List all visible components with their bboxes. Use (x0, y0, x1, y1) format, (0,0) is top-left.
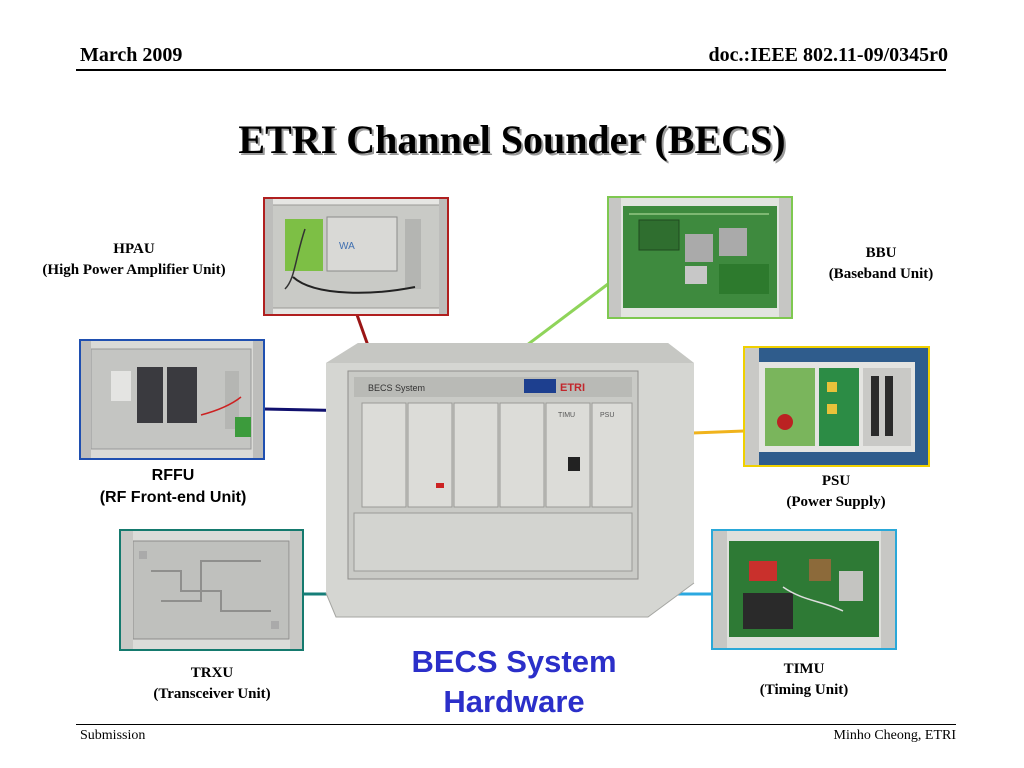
timu-photo (711, 529, 897, 650)
slide-title: ETRI Channel Sounder (BECS) (238, 117, 786, 162)
trxu-name: TRXU (190, 665, 234, 681)
chassis-system-label: BECS System (368, 383, 425, 393)
chassis-brand-label: ETRI (560, 382, 585, 394)
hpau-photo: WA (263, 197, 449, 316)
header-doc-number: doc.:IEEE 802.11-09/0345r0 (708, 44, 948, 66)
becs-caption-line2: Hardware (443, 684, 585, 719)
trxu-desc: (Transceiver Unit) (153, 686, 271, 702)
header-date: March 2009 (80, 44, 183, 66)
svg-text:WA: WA (339, 241, 355, 252)
rffu-photo (79, 339, 265, 460)
footer-rule (76, 724, 956, 725)
trxu-photo (119, 529, 304, 651)
bbu-label: BBU (Baseband Unit) (806, 243, 956, 285)
rffu-desc: (RF Front-end Unit) (99, 489, 247, 506)
hpau-label: HPAU (High Power Amplifier Unit) (26, 239, 242, 281)
rffu-label: RFFU (RF Front-end Unit) (78, 465, 268, 509)
trxu-label: TRXU (Transceiver Unit) (134, 663, 290, 705)
psu-name: PSU (821, 473, 851, 489)
bbu-desc: (Baseband Unit) (828, 266, 934, 282)
timu-desc: (Timing Unit) (759, 682, 849, 698)
footer-submission: Submission (80, 728, 146, 743)
hpau-desc: (High Power Amplifier Unit) (42, 262, 226, 278)
becs-caption: BECS System Hardware (388, 642, 640, 722)
psu-label: PSU (Power Supply) (766, 471, 906, 513)
bbu-name: BBU (865, 245, 897, 261)
timu-label: TIMU (Timing Unit) (740, 659, 868, 701)
hpau-name: HPAU (113, 241, 155, 257)
psu-photo (743, 346, 930, 467)
rffu-name: RFFU (151, 467, 195, 484)
bbu-photo (607, 196, 793, 319)
footer-author: Minho Cheong, ETRI (833, 728, 957, 743)
becs-caption-line1: BECS System (411, 644, 617, 679)
chassis-slot-label-timu: TIMU (558, 412, 575, 419)
timu-name: TIMU (783, 661, 825, 677)
chassis-photo: BECS System ETRI TIMU PSU (325, 343, 695, 618)
header-rule (76, 69, 946, 71)
psu-desc: (Power Supply) (786, 494, 886, 510)
chassis-slot-label-psu: PSU (600, 412, 614, 419)
